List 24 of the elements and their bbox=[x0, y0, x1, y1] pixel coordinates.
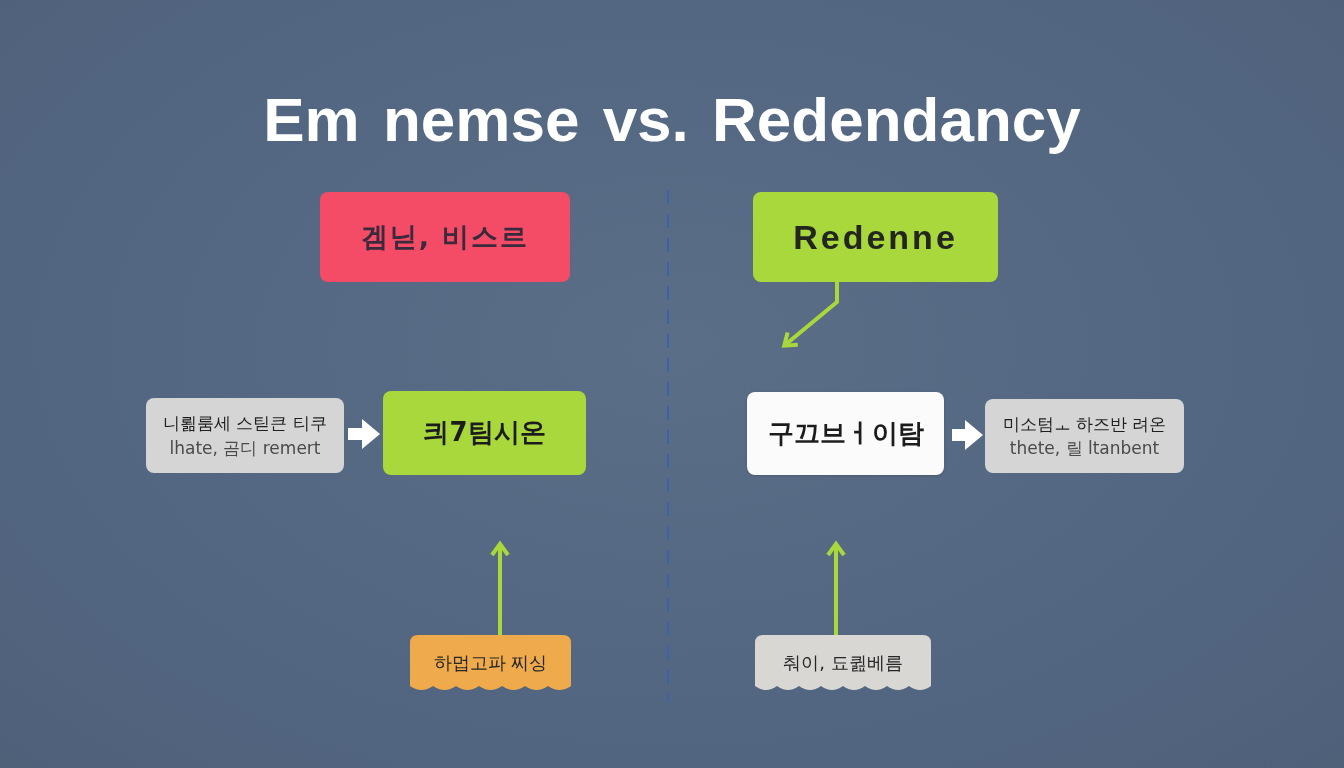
process-box bbox=[747, 392, 944, 475]
box-text: 하멉고파 찌싱 bbox=[433, 651, 548, 674]
box-text: 겜닏, 비스르 bbox=[360, 220, 530, 254]
arrow bbox=[952, 420, 983, 450]
box-text: 미소텀ㅗ 하즈반 려온 bbox=[1002, 413, 1167, 434]
note-box bbox=[146, 398, 344, 473]
heading-box bbox=[320, 192, 570, 282]
wavy-box bbox=[755, 635, 931, 690]
box-text: 춰이, 됴큂베름 bbox=[783, 651, 903, 674]
process-box bbox=[383, 391, 586, 475]
arrow bbox=[782, 282, 839, 348]
box-text: thete, 릴 ltanbent bbox=[1009, 438, 1160, 459]
arrow bbox=[490, 542, 510, 635]
box-text: 구끄브ㅓ이탐 bbox=[767, 417, 924, 450]
box-text: lhate, 곰디 remert bbox=[169, 437, 321, 458]
title: Em nemse vs. Redendancy bbox=[263, 84, 1081, 156]
wavy-box bbox=[410, 635, 571, 690]
note-box bbox=[985, 399, 1184, 473]
arrow bbox=[348, 419, 380, 449]
heading-box bbox=[753, 192, 998, 282]
box-text: 킈7팀시온 bbox=[423, 417, 546, 449]
arrow bbox=[826, 542, 846, 635]
box-text: 니뢺룸세 스틷큰 티쿠 bbox=[163, 413, 327, 434]
box-text: Redenne bbox=[793, 216, 958, 258]
